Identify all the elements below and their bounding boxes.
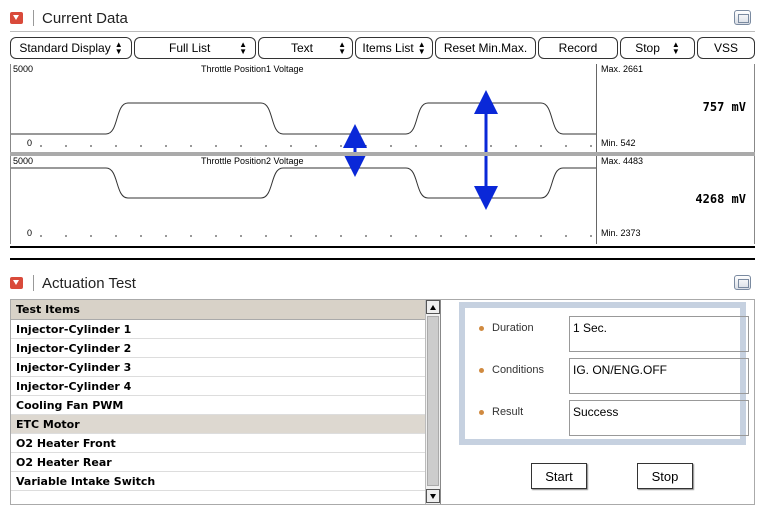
test-info-inner: Duration 1 Sec. Conditions IG. ON/ENG.OF… xyxy=(465,308,749,439)
current-data-header: Current Data xyxy=(10,6,128,30)
graph1-current-value: 757 mV xyxy=(702,100,746,114)
graph-throttle-position-2: 5000 Throttle Position2 Voltage 0 xyxy=(11,156,596,244)
view-mode-label: Text xyxy=(291,41,314,55)
collapse-actuation-test-icon[interactable] xyxy=(10,277,23,289)
spinner-icon: ▲▼ xyxy=(417,40,426,56)
spinner-icon: ▲▼ xyxy=(239,40,247,56)
graph-throttle-position-1: 5000 Throttle Position1 Voltage 0 xyxy=(11,64,596,152)
graph2-max: Max. 4483 xyxy=(601,156,644,166)
actuation-test-panel: Test Items Injector-Cylinder 1 Injector-… xyxy=(10,299,755,505)
spinner-icon: ▲▼ xyxy=(338,40,346,56)
conditions-label: Conditions xyxy=(479,364,544,376)
items-list-label: Items List xyxy=(362,41,414,55)
display-mode-label: Standard Display xyxy=(19,41,111,55)
reset-min-max-button[interactable]: Reset Min.Max. xyxy=(435,37,536,59)
conditions-field: IG. ON/ENG.OFF xyxy=(569,358,749,394)
graph-divider xyxy=(10,152,755,156)
section-separator-bottom xyxy=(10,258,755,260)
scroll-down-icon[interactable] xyxy=(426,489,440,503)
test-info-panel: Duration 1 Sec. Conditions IG. ON/ENG.OF… xyxy=(459,302,749,445)
list-item[interactable]: O2 Heater Front xyxy=(11,434,425,453)
list-mode-select[interactable]: Full List ▲▼ xyxy=(134,37,256,59)
actuation-test-title: Actuation Test xyxy=(42,274,136,292)
result-field: Success xyxy=(569,400,749,436)
header-separator xyxy=(33,10,34,26)
list-item[interactable]: Injector-Cylinder 2 xyxy=(11,339,425,358)
graph2-title: Throttle Position2 Voltage xyxy=(201,156,304,166)
result-label-text: Result xyxy=(492,406,524,418)
result-label: Result xyxy=(479,406,523,418)
spinner-icon: ▲▼ xyxy=(114,40,123,56)
list-item[interactable]: Variable Intake Switch xyxy=(11,472,425,491)
graph-area: 5000 Throttle Position1 Voltage 0 Max. 2… xyxy=(10,64,755,244)
stop-button[interactable]: Stop xyxy=(637,463,693,489)
graph1-stats: Max. 2661 757 mV Min. 542 xyxy=(596,64,756,152)
stop-select[interactable]: Stop ▲▼ xyxy=(620,37,695,59)
current-data-title: Current Data xyxy=(42,9,128,27)
list-scrollbar[interactable] xyxy=(425,300,440,504)
graph1-max: Max. 2661 xyxy=(601,64,644,74)
graph1-min: Min. 542 xyxy=(601,138,636,148)
graph2-stats: Max. 4483 4268 mV Min. 2373 xyxy=(596,156,756,244)
start-button[interactable]: Start xyxy=(531,463,587,489)
actuation-test-header: Actuation Test xyxy=(10,271,136,295)
test-items-list: Test Items Injector-Cylinder 1 Injector-… xyxy=(11,300,441,504)
list-mode-label: Full List xyxy=(169,41,211,55)
section-separator-top xyxy=(10,246,755,248)
duration-field: 1 Sec. xyxy=(569,316,749,352)
graph2-min: Min. 2373 xyxy=(601,228,641,238)
bullet-icon xyxy=(479,409,484,415)
bullet-icon xyxy=(479,367,484,373)
scroll-up-icon[interactable] xyxy=(426,300,440,314)
list-item[interactable]: O2 Heater Rear xyxy=(11,453,425,472)
graph2-ymax-label: 5000 xyxy=(13,156,34,166)
scroll-thumb[interactable] xyxy=(427,316,439,486)
graph2-plot xyxy=(11,167,596,237)
record-button[interactable]: Record xyxy=(538,37,618,59)
duration-label: Duration xyxy=(479,322,534,334)
list-item[interactable]: Injector-Cylinder 1 xyxy=(11,320,425,339)
header-separator xyxy=(33,275,34,291)
conditions-label-text: Conditions xyxy=(492,364,544,376)
spinner-icon: ▲▼ xyxy=(671,40,680,56)
current-data-window-icon[interactable] xyxy=(734,10,751,25)
header-divider xyxy=(10,31,755,32)
graph1-plot xyxy=(11,102,596,147)
duration-label-text: Duration xyxy=(492,322,534,334)
graph2-ymin-label: 0 xyxy=(27,228,33,238)
actuation-test-window-icon[interactable] xyxy=(734,275,751,290)
display-mode-select[interactable]: Standard Display ▲▼ xyxy=(10,37,132,59)
bullet-icon xyxy=(479,325,484,331)
view-mode-select[interactable]: Text ▲▼ xyxy=(258,37,353,59)
current-data-toolbar: Standard Display ▲▼ Full List ▲▼ Text ▲▼… xyxy=(10,37,755,59)
graph2-current-value: 4268 mV xyxy=(695,192,746,206)
graph1-ymax-label: 5000 xyxy=(13,64,34,74)
test-items-header: Test Items xyxy=(11,300,425,320)
collapse-current-data-icon[interactable] xyxy=(10,12,23,24)
items-list-select[interactable]: Items List ▲▼ xyxy=(355,37,433,59)
stop-select-label: Stop xyxy=(635,41,660,55)
list-item[interactable]: Injector-Cylinder 4 xyxy=(11,377,425,396)
list-item[interactable]: Cooling Fan PWM xyxy=(11,396,425,415)
list-item-selected[interactable]: ETC Motor xyxy=(11,415,425,434)
graph1-ymin-label: 0 xyxy=(27,138,33,148)
vss-button[interactable]: VSS xyxy=(697,37,755,59)
list-item[interactable]: Injector-Cylinder 3 xyxy=(11,358,425,377)
graph1-title: Throttle Position1 Voltage xyxy=(201,64,304,74)
